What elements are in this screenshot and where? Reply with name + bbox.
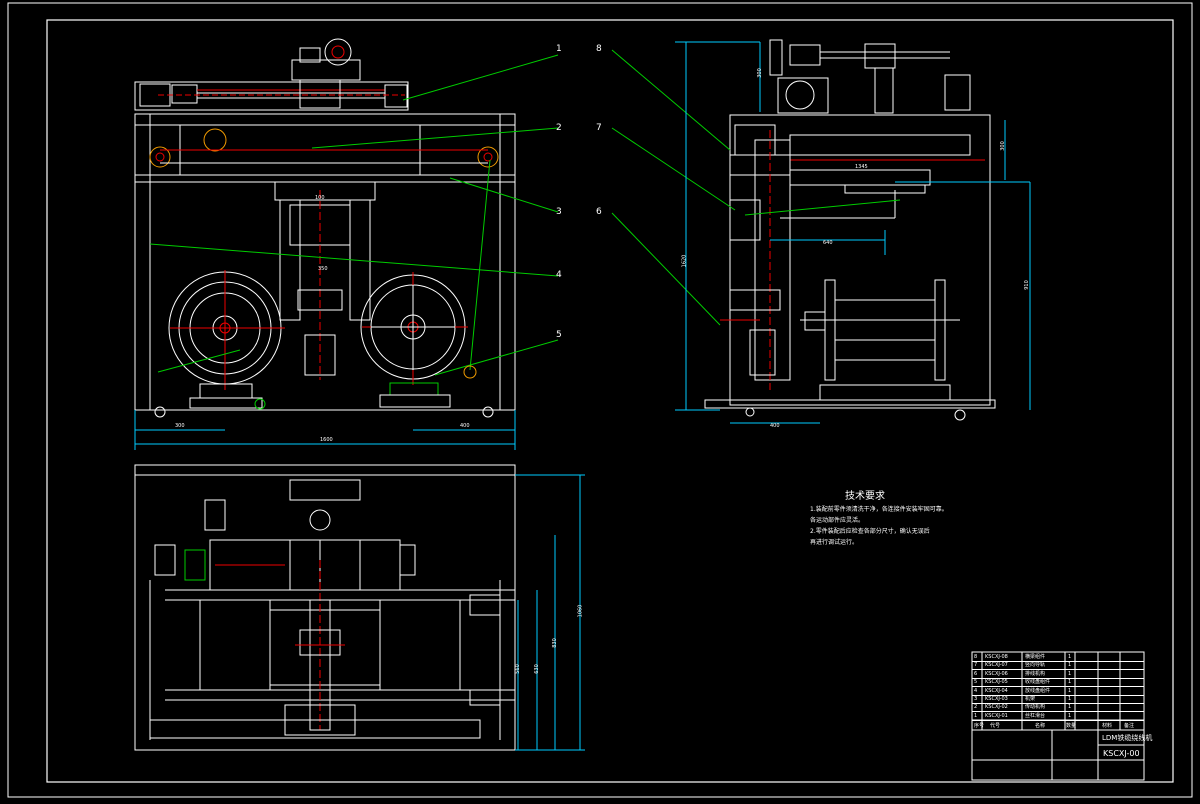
parts-cell-name: 传动机构 — [1025, 704, 1046, 711]
parts-row: 8 KSCXJ-08 横梁组件 1 — [972, 653, 1144, 662]
parts-cell-no: 3 — [974, 696, 978, 702]
tech-req-heading: 技术要求 — [845, 491, 885, 502]
parts-cell-name: 排线机构 — [1025, 670, 1046, 677]
parts-header-name: 名称 — [1035, 723, 1046, 729]
top-view — [134, 464, 585, 751]
parts-row: 2 KSCXJ-02 传动机构 1 — [972, 703, 1144, 713]
balloon-1: 1 — [556, 44, 562, 54]
parts-header-note: 备注 — [1124, 723, 1135, 729]
parts-header-code: 代号 — [990, 723, 1001, 729]
dim-front-total-width: 1600 — [320, 437, 333, 443]
parts-cell-no: 8 — [974, 654, 978, 660]
dim-side-upper: 300 — [756, 68, 763, 78]
dim-top-h2: 630 — [533, 664, 540, 674]
parts-cell-no: 5 — [974, 679, 978, 686]
parts-cell-qty: 1 — [1068, 679, 1072, 686]
tech-req-line-3: 2.零件装配后应检查各部分尺寸，确认无误后 — [810, 528, 930, 535]
parts-cell-code: KSCXJ-04 — [985, 687, 1008, 694]
parts-cell-no: 7 — [974, 662, 978, 669]
parts-cell-no: 4 — [974, 687, 978, 694]
balloon-2: 2 — [556, 123, 562, 133]
dim-side-span: 640 — [823, 240, 833, 246]
parts-header-mat: 材料 — [1102, 723, 1113, 729]
parts-cell-name: 机架 — [1025, 696, 1036, 702]
tech-req-line-4: 再进行调试运行。 — [810, 539, 859, 546]
parts-cell-code: KSCXJ-03 — [985, 696, 1008, 702]
dim-top-h3: 830 — [551, 638, 558, 648]
dim-side-upper-right: 300 — [999, 141, 1006, 151]
inner-border — [46, 19, 1174, 783]
balloon-4: 4 — [556, 270, 562, 280]
parts-cell-name: 收线盘组件 — [1025, 679, 1051, 686]
parts-row: 6 KSCXJ-06 排线机构 1 — [972, 670, 1144, 679]
parts-header-no: 序号 — [974, 723, 985, 729]
parts-cell-no: 1 — [974, 712, 978, 719]
parts-cell-name: 放线盘组件 — [1025, 687, 1051, 694]
parts-cell-code: KSCXJ-08 — [985, 654, 1008, 660]
parts-cell-code: KSCXJ-01 — [985, 712, 1008, 719]
parts-cell-no: 2 — [974, 704, 978, 711]
parts-cell-qty: 1 — [1068, 696, 1072, 702]
parts-cell-code: KSCXJ-05 — [985, 679, 1008, 686]
outer-border — [7, 2, 1193, 798]
balloon-7: 7 — [596, 123, 602, 133]
dim-front-left-bottom: 300 — [175, 423, 185, 429]
parts-cell-name: 丝杠滑台 — [1025, 712, 1046, 719]
balloon-5: 5 — [556, 330, 562, 340]
parts-cell-qty: 1 — [1068, 704, 1072, 711]
dim-side-total-height: 1620 — [681, 254, 688, 268]
parts-header-qty: 数量 — [1066, 723, 1077, 729]
dim-side-arm: 1345 — [855, 164, 868, 170]
parts-cell-code: KSCXJ-06 — [985, 670, 1008, 677]
parts-cell-qty: 1 — [1068, 662, 1072, 669]
parts-cell-qty: 1 — [1068, 712, 1072, 719]
drawing-name: LDM铁缆绕线机 — [1102, 734, 1153, 742]
parts-cell-code: KSCXJ-07 — [985, 662, 1008, 669]
tech-req-line-1: 1.装配前零件须清洗干净，各连接件安装牢固可靠。 — [810, 506, 948, 513]
parts-row: 1 KSCXJ-01 丝杠滑台 1 — [972, 712, 1144, 721]
dim-side-right-height: 910 — [1023, 280, 1030, 290]
parts-cell-qty: 1 — [1068, 670, 1072, 677]
balloon-3: 3 — [556, 207, 562, 217]
parts-row: 7 KSCXJ-07 竖向导轨 1 — [972, 661, 1144, 671]
dim-front-right-bottom: 400 — [460, 423, 470, 429]
side-view — [611, 39, 1031, 424]
dim-top-h1: 560 — [514, 664, 521, 674]
parts-cell-code: KSCXJ-02 — [985, 704, 1008, 711]
tech-req-line-2: 各运动部件应灵活。 — [810, 517, 865, 524]
parts-row: 4 KSCXJ-04 放线盘组件 1 — [972, 687, 1144, 696]
parts-cell-qty: 1 — [1068, 687, 1072, 694]
dim-top-total: 1060 — [577, 604, 584, 618]
balloon-6: 6 — [596, 207, 602, 217]
parts-cell-name: 横梁组件 — [1025, 654, 1046, 660]
dim-front-mid-b: 350 — [318, 266, 328, 272]
parts-cell-qty: 1 — [1068, 654, 1072, 660]
dim-front-mid-a: 100 — [315, 195, 325, 201]
parts-row: 5 KSCXJ-05 收线盘组件 1 — [972, 678, 1144, 688]
parts-cell-name: 竖向导轨 — [1025, 662, 1046, 669]
dim-side-bottom: 400 — [770, 423, 780, 429]
parts-row: 3 KSCXJ-03 机架 1 — [972, 695, 1144, 704]
front-view — [134, 38, 559, 450]
drawing-code: KSCXJ-00 — [1103, 749, 1140, 758]
balloon-8: 8 — [596, 44, 602, 54]
parts-cell-no: 6 — [974, 670, 978, 677]
